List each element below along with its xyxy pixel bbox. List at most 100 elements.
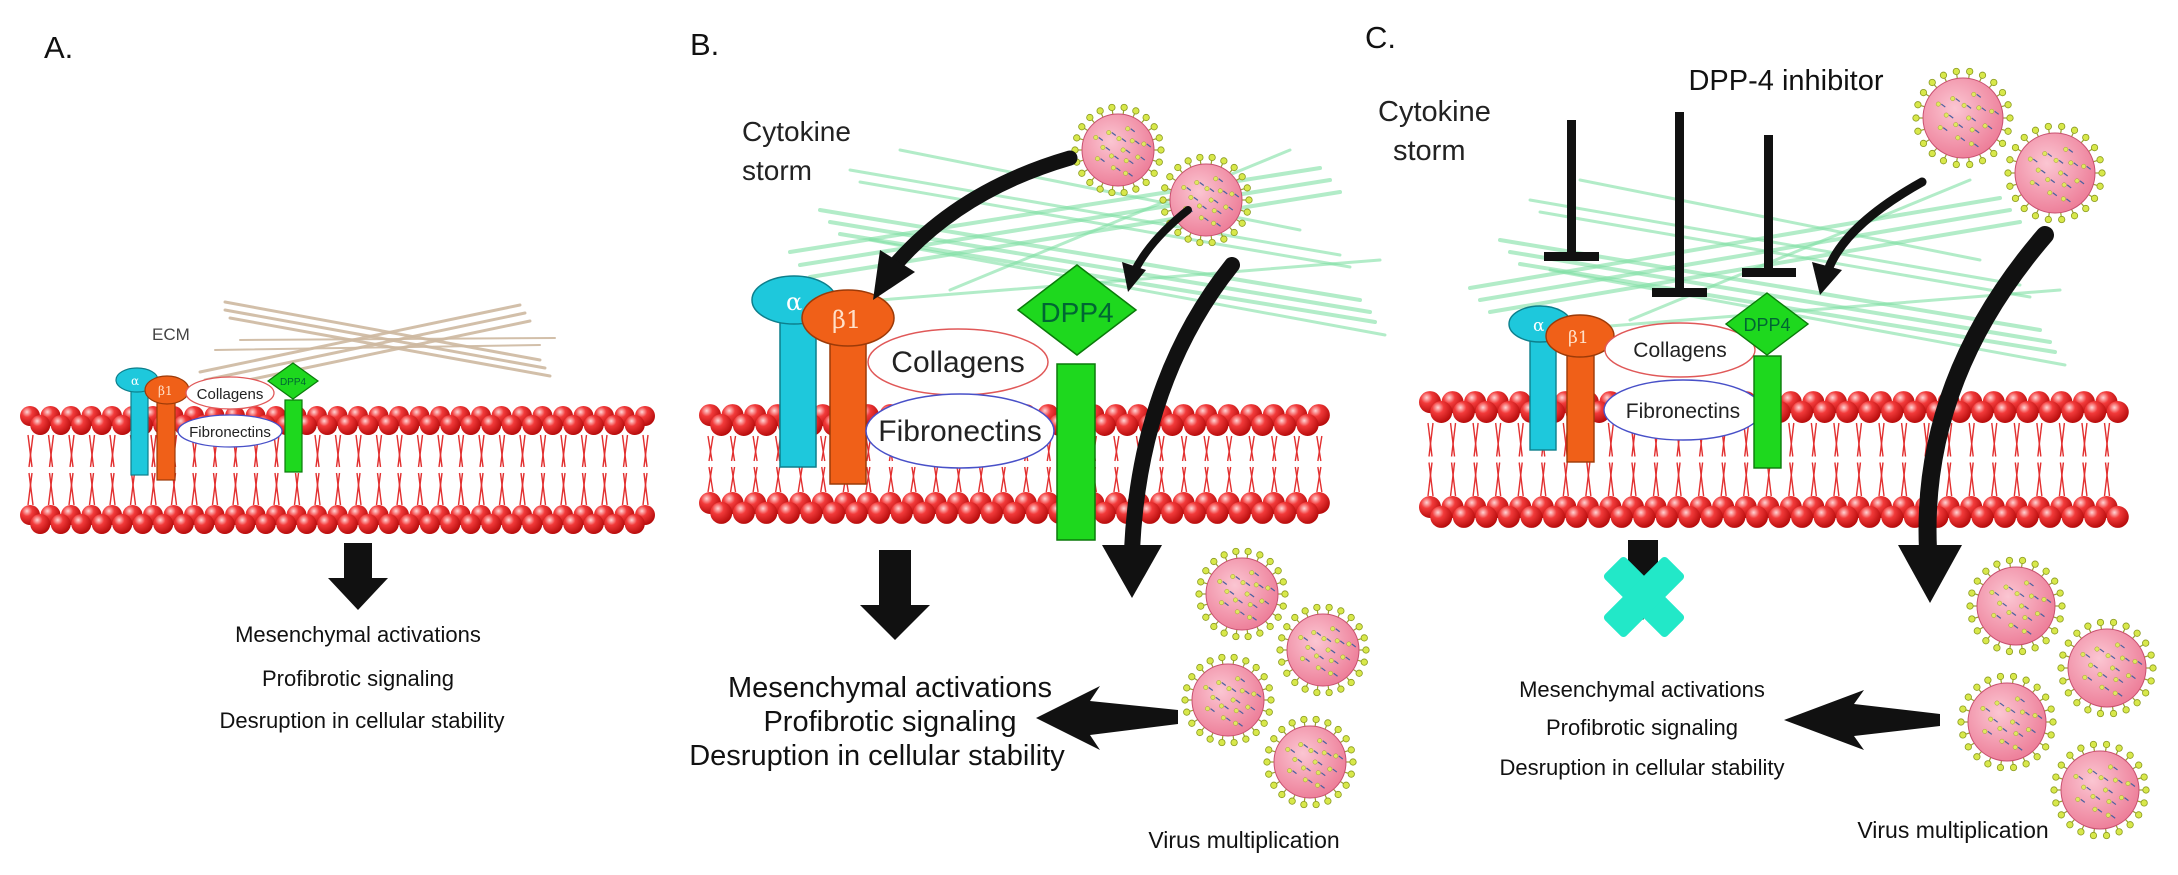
surface-strand: [1121, 138, 1127, 143]
dpp4-head: [1724, 292, 1810, 356]
lipid-head: [1206, 501, 1229, 524]
spike-tip: [2142, 786, 2150, 794]
spike-tip: [2052, 799, 2060, 807]
spike-tip: [2082, 133, 2090, 142]
virus-icon: [2057, 618, 2157, 718]
lipid-tail: [150, 472, 156, 506]
spike-tip: [2033, 683, 2041, 691]
lipid-tail: [2037, 422, 2043, 457]
spike-tip: [2042, 693, 2050, 701]
surface-strand: [2110, 814, 2116, 819]
surface-protein: [1327, 766, 1333, 772]
spike-tip: [2059, 677, 2067, 685]
surface-strand: [2120, 644, 2125, 649]
surface-protein: [1980, 705, 1986, 711]
lipid-tail: [1226, 435, 1233, 462]
surface-strand: [1231, 688, 1237, 693]
lipid-tail: [396, 434, 402, 468]
lipid-head: [1948, 505, 1971, 528]
fiber: [208, 319, 532, 390]
spike-tip: [1362, 646, 1370, 654]
lipid-tail: [1992, 422, 1998, 457]
lipid-head: [935, 501, 958, 524]
lipid-tail: [1249, 435, 1255, 462]
lipid-head: [1475, 401, 1498, 423]
spike-tip: [2049, 718, 2057, 726]
lipid-head: [1206, 414, 1229, 436]
lipid-head: [2106, 505, 2129, 528]
lipid-tail: [798, 466, 804, 493]
spike-tip: [1973, 627, 1981, 635]
infection-arrow-1-head: [1812, 262, 1842, 295]
lipid-tail: [580, 472, 587, 506]
surface-protein: [2074, 178, 2080, 184]
spike-tip: [1161, 208, 1169, 216]
virus-icon: [2050, 740, 2150, 840]
surface-protein: [1141, 141, 1147, 147]
spike-tip: [2011, 143, 2020, 152]
spike-tip: [2096, 156, 2104, 164]
lipid-tail: [2082, 462, 2088, 497]
spike-tip: [2126, 751, 2134, 759]
lipid-head: [1903, 401, 1926, 423]
fiber: [818, 208, 1362, 302]
surface-strand: [1316, 632, 1322, 637]
spike-tip: [1355, 623, 1363, 631]
lipid-head: [1296, 501, 1319, 524]
surface-strand: [1256, 693, 1262, 698]
spike-tip: [2102, 831, 2111, 840]
lipid-head: [1475, 505, 1498, 528]
spike-tip: [2149, 664, 2157, 672]
spike-tip: [2090, 143, 2099, 152]
surface-protein: [2035, 167, 2041, 173]
lipid-tail: [375, 472, 382, 506]
surface-strand: [1222, 190, 1228, 195]
spike-tip: [2042, 567, 2050, 575]
lipid-tail: [1788, 422, 1794, 457]
surface-protein: [2081, 784, 2087, 790]
lipid-head: [542, 415, 563, 435]
lipid-head: [1633, 505, 1656, 528]
lipid-head: [71, 514, 92, 534]
cytokine-storm-line1: Cytokine: [1378, 96, 1491, 128]
lipid-tail: [774, 466, 781, 493]
lipid-tail: [910, 466, 916, 493]
surface-protein: [2006, 610, 2012, 615]
fiber: [848, 168, 1342, 257]
spike-tip: [1196, 153, 1204, 162]
lipid-tail: [2058, 462, 2065, 497]
outcome-3: Desruption in cellular stability: [220, 708, 505, 733]
lipid-tail: [68, 434, 74, 468]
spike-tip: [2098, 169, 2106, 177]
lipid-tail: [1114, 435, 1120, 462]
surface-protein: [1265, 585, 1271, 591]
collagens-label: Collagens: [1633, 339, 1726, 362]
surface-protein: [1308, 748, 1314, 754]
lipid-tail: [821, 435, 827, 462]
surface-strand: [2002, 602, 2008, 607]
spike-tip: [1313, 688, 1321, 697]
alpha-label: α: [786, 288, 802, 316]
spike-tip: [1108, 188, 1116, 197]
virus-body: [1976, 566, 2056, 646]
spike-tip: [1230, 228, 1238, 237]
surface-strand: [2079, 180, 2085, 185]
surface-protein: [1249, 570, 1255, 576]
surface-strand: [1333, 660, 1339, 665]
spike-tip: [1325, 603, 1333, 612]
lipid-head: [1497, 505, 1520, 528]
lipid-head: [1430, 505, 1453, 528]
lipid-head: [1813, 401, 1836, 423]
spike-tip: [1266, 622, 1274, 631]
spike-tip: [1245, 196, 1253, 204]
spike-tip: [1196, 728, 1204, 737]
lipid-head: [710, 414, 733, 436]
lipid-tail: [1181, 435, 1188, 462]
surface-strand: [1332, 768, 1338, 773]
spike-tip: [1181, 696, 1189, 704]
spike-tip: [2057, 811, 2065, 819]
lipid-head: [1971, 401, 1994, 423]
virus-icon: [1912, 67, 2014, 169]
spike-tip: [1161, 184, 1169, 192]
lipid-tail: [1518, 422, 1524, 457]
